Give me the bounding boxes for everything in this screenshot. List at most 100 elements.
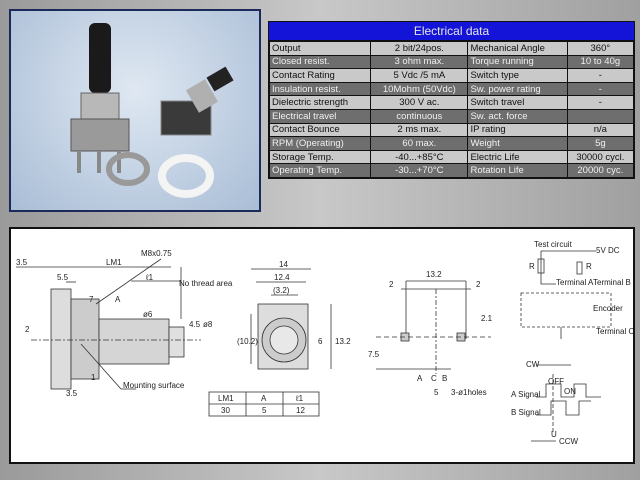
dimension-label: No thread area: [179, 279, 233, 288]
dimension-label: 6: [318, 337, 323, 346]
dimension-label: M8x0.75: [141, 249, 172, 258]
spec-label: Mechanical Angle: [467, 41, 568, 56]
spec-value: 300 V ac.: [370, 95, 469, 110]
spec-value: 360°: [566, 41, 635, 56]
spec-label: IP rating: [467, 122, 568, 138]
dimension-label: U: [551, 430, 557, 439]
dimension-label: CCW: [559, 437, 579, 446]
dimension-label: B: [442, 374, 447, 383]
dimension-label: 2: [25, 325, 30, 334]
dimension-label: R: [586, 262, 592, 271]
dimension-label: 5V DC: [596, 246, 620, 255]
dimension-label: 3.5: [66, 389, 78, 398]
dimension-label: 1: [91, 373, 96, 382]
spec-label: Torque running: [467, 54, 568, 70]
dimension-label: ℓ1: [145, 273, 154, 282]
dimension-label: 2: [389, 280, 394, 289]
spec-label: Rotation Life: [467, 163, 568, 178]
dimension-label: R: [529, 262, 535, 271]
spec-value: n/a: [566, 122, 635, 138]
dimension-label: 4.5: [189, 320, 201, 329]
spec-label: Switch travel: [467, 95, 568, 110]
spec-value: 3 ohm max.: [370, 54, 469, 70]
dimension-label: 12: [296, 406, 305, 415]
dimension-label: (10.2): [237, 337, 258, 346]
dimension-label: Terminal C: [596, 327, 633, 336]
dimension-label: 30: [221, 406, 230, 415]
technical-drawing: 3.5 LM1 M8x0.75 5.5 ℓ1 No thread area 7 …: [9, 227, 635, 464]
dimension-label: 3-ø1holes: [451, 388, 487, 397]
spec-value: -: [566, 68, 635, 83]
dimension-label: CW: [526, 360, 540, 369]
spec-label: Insulation resist.: [268, 81, 372, 97]
spec-value: 30000 cycl.: [566, 149, 635, 165]
dimension-label: 2: [476, 280, 481, 289]
dimensions-table: [208, 391, 320, 417]
product-photo: [9, 9, 261, 212]
dimension-label: 13.2: [426, 270, 442, 279]
dimension-label: A: [115, 295, 121, 304]
spec-value: 10Mohm (50Vdc): [370, 81, 469, 97]
pcb-layout: [376, 280, 491, 374]
spec-label: Electrical travel: [268, 108, 372, 124]
dimension-label: ℓ1: [295, 394, 304, 403]
spec-value: 2 bit/24pos.: [370, 41, 469, 56]
spec-value: 2 ms max.: [370, 122, 469, 138]
spec-label: Closed resist.: [268, 54, 372, 70]
dimension-label: 5.5: [57, 273, 69, 282]
spec-label: Contact Bounce: [268, 122, 372, 138]
signal-diagram: [531, 364, 601, 442]
dimension-label: 12.4: [274, 273, 290, 282]
dimension-label: Encoder: [593, 304, 623, 313]
spec-label: Contact Rating: [268, 68, 372, 83]
spec-label: Storage Temp.: [268, 149, 372, 165]
dimension-label: ø6: [143, 310, 153, 319]
side-view: [16, 258, 201, 390]
spec-value: 60 max.: [370, 136, 469, 151]
spec-value: [566, 108, 635, 124]
table-title: Electrical data: [269, 22, 634, 40]
spec-label: Switch type: [467, 68, 568, 83]
dimension-label: A Signal: [511, 390, 541, 399]
dimension-label: Mounting surface: [123, 381, 185, 390]
dimension-label: OFF: [548, 377, 564, 386]
spec-value: -: [566, 81, 635, 97]
encoder-photo-illustration: [70, 23, 234, 198]
dimension-label: 2.1: [481, 314, 493, 323]
spec-value: continuous: [370, 108, 469, 124]
spec-label: Operating Temp.: [268, 163, 372, 178]
dimension-label: ø8: [203, 320, 213, 329]
spec-label: Dielectric strength: [268, 95, 372, 110]
spec-value: 5g: [566, 136, 635, 151]
front-view: [250, 268, 332, 370]
spec-value: 10 to 40g: [566, 54, 635, 70]
spec-label: Electric Life: [467, 149, 568, 165]
spec-label: Output: [268, 41, 372, 56]
dimension-label: 5: [262, 406, 267, 415]
dimension-label: 5: [434, 388, 439, 397]
dimension-label: Terminal A: [556, 278, 594, 287]
test-circuit: [520, 250, 612, 339]
spec-label: Sw. power rating: [467, 81, 568, 97]
spec-value: 20000 cyc.: [566, 163, 635, 178]
dimension-label: 7.5: [368, 350, 380, 359]
spec-label: Weight: [467, 136, 568, 151]
dimension-label: Terminal B: [593, 278, 631, 287]
dimension-label: LM1: [218, 394, 234, 403]
dimension-label: (3.2): [273, 286, 290, 295]
dimension-label: ON: [564, 387, 576, 396]
dimension-label: 13.2: [335, 337, 351, 346]
dimension-label: 7: [89, 295, 94, 304]
spec-label: Sw. act. force: [467, 108, 568, 124]
spec-value: 5 Vdc /5 mA: [370, 68, 469, 83]
